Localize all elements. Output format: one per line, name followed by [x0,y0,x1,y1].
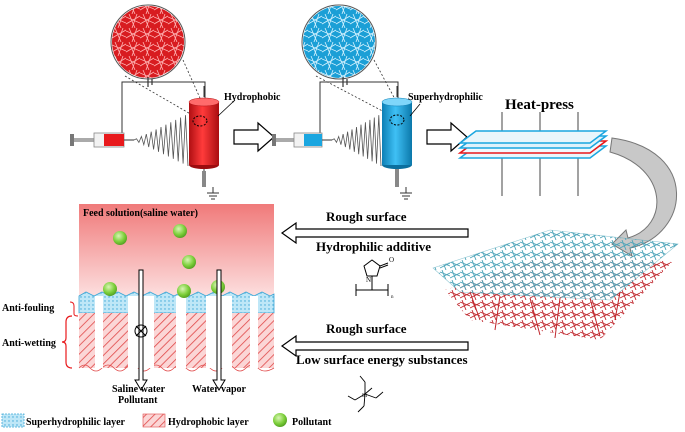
electrospinning-jet [133,115,189,167]
zoom-spot [389,114,405,126]
electrospinning-superhydrophilic: Superhydrophilic [272,4,483,200]
syringe-plunger [70,134,74,146]
circuit-wire [121,81,206,140]
collector-cylinder [382,102,412,165]
upper-arrow-label-2: Hydrophilic additive [316,239,431,254]
collector-cylinder-top [381,97,413,107]
saline-water-label: Saline water [112,384,166,395]
syringe-plunger [272,134,276,146]
feed-solution-label: Feed solution(saline water) [83,208,198,219]
lower-arrow-label-2: Low surface energy substances [296,352,468,367]
water-vapor-label: Water vapor [192,384,247,395]
electrospinning-hydrophobic: Hydrophobic [70,4,281,200]
ground-icon [400,187,412,200]
anti-fouling-label: Anti-fouling [2,303,54,314]
legend-hydrophobic-label: Hydrophobic layer [168,417,249,428]
membrane-pore [250,296,258,368]
hydrophobic-fiber-texture [112,6,184,78]
superhydrophilic-fiber-layer [433,230,678,300]
svg-text:Si: Si [362,393,367,399]
arrow-left [280,334,469,358]
membrane-pore [95,296,103,368]
superhydrophilic-fiber-texture [303,6,375,78]
label-leader [409,103,421,117]
svg-text:N: N [366,276,371,284]
zoom-line [124,75,195,117]
press-plate-top [457,130,609,144]
arrow-left [280,221,469,245]
anti-fouling-brace [69,301,79,317]
legend-swatch-hydrophobic [142,413,166,428]
superhydrophilic-label: Superhydrophilic [408,92,483,103]
collector-stand [395,169,399,187]
circuit-wire [319,81,399,140]
pollutant [103,282,117,296]
membrane-cross-section: Feed solution(saline water) Anti-fouling… [2,204,275,406]
syringe-solution [304,134,322,146]
anti-wetting-brace [61,315,73,369]
upper-arrow-label-1: Rough surface [326,209,407,224]
legend-pollutant-label: Pollutant [292,417,332,428]
heat-press: Heat-press [457,97,609,196]
legend-swatch-superhydrophilic [1,413,25,428]
pollutant-output-label: Pollutant [118,395,158,406]
no-pass-symbol [134,324,148,338]
pollutant [173,224,187,238]
collector-stand [202,171,206,187]
collector-cylinder-top [188,97,220,107]
svg-text:n: n [391,295,394,300]
syringe-solution [104,134,124,146]
anti-wetting-label: Anti-wetting [2,338,56,349]
upper-arrow-group: Rough surface Hydrophilic additive [280,209,469,254]
process-arrow-right [233,121,275,153]
electrospinning-jet [331,115,382,167]
ground-icon [207,187,219,200]
process-arrow-right [426,121,468,153]
membrane-pore [176,296,186,368]
heat-press-label: Heat-press [505,97,574,113]
blocked-flow-arrow [134,269,148,391]
zoom-spot [192,115,208,127]
lower-arrow-label-1: Rough surface [326,321,407,336]
svg-text:O: O [389,256,394,264]
pollutant [182,255,196,269]
hydrophilic-additive-structure: N O n [355,256,394,300]
legend-swatch-pollutant [273,413,287,427]
label-leader [217,99,236,117]
lower-arrow-group: Rough surface Low surface energy substan… [280,321,469,367]
pollutant [177,284,191,298]
syringe-plunger [276,138,294,142]
composite-membrane-mat [432,229,679,340]
legend-superhydrophilic-label: Superhydrophilic layer [26,417,126,428]
pollutant [113,231,127,245]
vapor-flow-arrow [212,269,226,391]
low-surface-energy-structure: Si [347,375,384,413]
legend: Superhydrophilic layer Hydrophobic layer… [1,413,332,428]
syringe-plunger [74,138,94,142]
collector-cylinder [189,102,219,165]
hydrophobic-label: Hydrophobic [224,92,281,103]
